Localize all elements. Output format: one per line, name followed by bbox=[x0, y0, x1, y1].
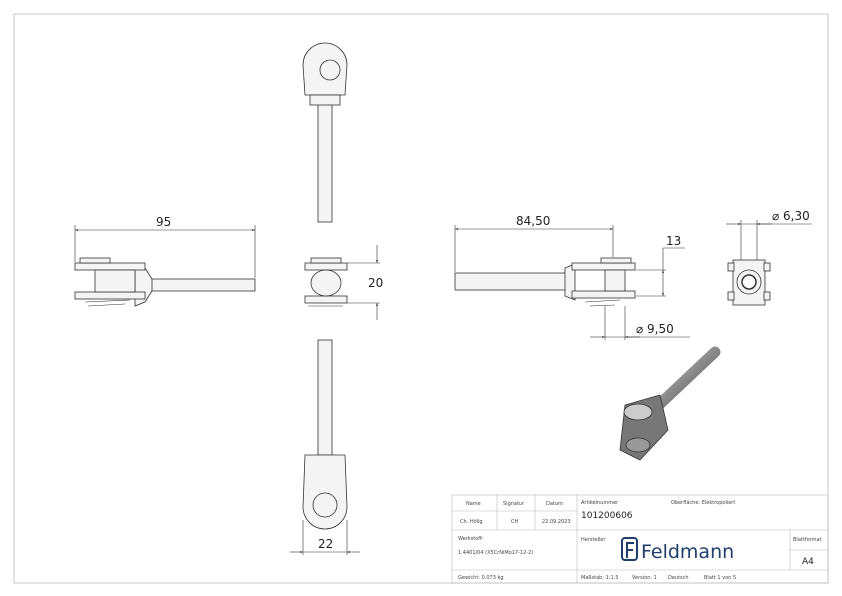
massstab: Maßstab: 1:1.5 bbox=[581, 575, 618, 581]
title-block bbox=[451, 494, 829, 584]
sheet-frame bbox=[13, 13, 829, 584]
werkstoff-value: 1.4401/04 (X5CrNiMo17-12-2) bbox=[458, 550, 533, 556]
signatur-label: Signatur bbox=[503, 501, 525, 507]
end-view bbox=[727, 259, 771, 306]
logo-text: Feldmann bbox=[641, 541, 734, 563]
artikel-value: 101200606 bbox=[581, 511, 633, 521]
dim-95: 95 bbox=[156, 215, 171, 229]
signatur-value: CH bbox=[511, 519, 518, 525]
right-view bbox=[454, 257, 636, 307]
dim-13: 13 bbox=[666, 234, 681, 248]
version: Version: 1 bbox=[632, 575, 657, 581]
dim-20: 20 bbox=[368, 276, 383, 290]
gewicht: Gewicht: 0.073 kg bbox=[458, 575, 504, 581]
datum-value: 22.09.2023 bbox=[542, 519, 571, 525]
blattformat-value: A4 bbox=[802, 557, 814, 567]
top-view bbox=[302, 42, 348, 223]
feldmann-logo-icon bbox=[621, 537, 638, 561]
isometric-view bbox=[619, 346, 721, 461]
name-label: Name bbox=[466, 501, 481, 507]
werkstoff-label: Werkstoff: bbox=[458, 536, 484, 542]
front-view bbox=[74, 257, 256, 307]
sprache: Deutsch bbox=[668, 575, 689, 581]
bottom-view bbox=[302, 339, 348, 530]
blattformat-label: Blattformat bbox=[793, 537, 822, 543]
side-view bbox=[304, 257, 348, 307]
blatt: Blatt 1 von 5 bbox=[704, 575, 736, 581]
name-value: Ch. Hölig bbox=[460, 519, 483, 525]
dimension-lines bbox=[74, 220, 812, 555]
dim-22: 22 bbox=[318, 537, 333, 551]
artikel-label: Artikelnummer bbox=[581, 500, 619, 506]
dim-84-50: 84,50 bbox=[516, 214, 550, 228]
datum-label: Datum bbox=[546, 501, 563, 507]
hersteller-label: Hersteller bbox=[581, 537, 606, 543]
oberflaeche: Oberfläche: Elektropoliert bbox=[671, 500, 735, 506]
dim-pin-diameter: ⌀ 9,50 bbox=[636, 322, 674, 336]
dim-end-diameter: ⌀ 6,30 bbox=[772, 209, 810, 223]
